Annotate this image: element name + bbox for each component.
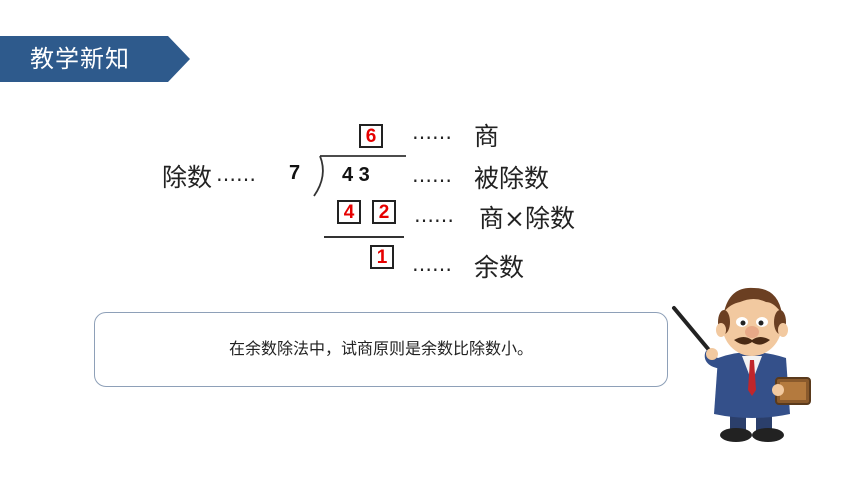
dividend-dots: ……: [412, 163, 452, 187]
rule-callout: 在余数除法中，试商原则是余数比除数小。: [94, 312, 668, 387]
divisor-label: 除数: [162, 163, 213, 192]
product-dots: ……: [414, 203, 454, 227]
divisor-dots: ……: [216, 162, 256, 186]
rule-callout-text: 在余数除法中，试商原则是余数比除数小。: [228, 339, 533, 358]
divisor-value: 7: [289, 162, 301, 184]
dividend-label: 被除数: [474, 164, 550, 193]
section-banner: 教学新知: [0, 36, 190, 82]
quotient-box: 6: [359, 124, 383, 148]
teacher-with-pointer-icon: [672, 287, 811, 442]
product-tens-box: 4: [337, 200, 361, 224]
product-ones-box: 2: [372, 200, 396, 224]
dividend-value: 4 3: [342, 164, 370, 186]
banner-arrow-shape: [0, 36, 190, 82]
quotient-label: 商: [474, 122, 500, 151]
quotient-dots: ……: [412, 120, 452, 144]
subtraction-line: [324, 236, 404, 238]
remainder-dots: ……: [412, 252, 452, 276]
banner-title: 教学新知: [30, 45, 130, 73]
division-bracket: [313, 155, 406, 197]
remainder-label: 余数: [474, 253, 525, 282]
product-label: 商×除数: [479, 204, 575, 233]
remainder-box: 1: [370, 245, 394, 269]
